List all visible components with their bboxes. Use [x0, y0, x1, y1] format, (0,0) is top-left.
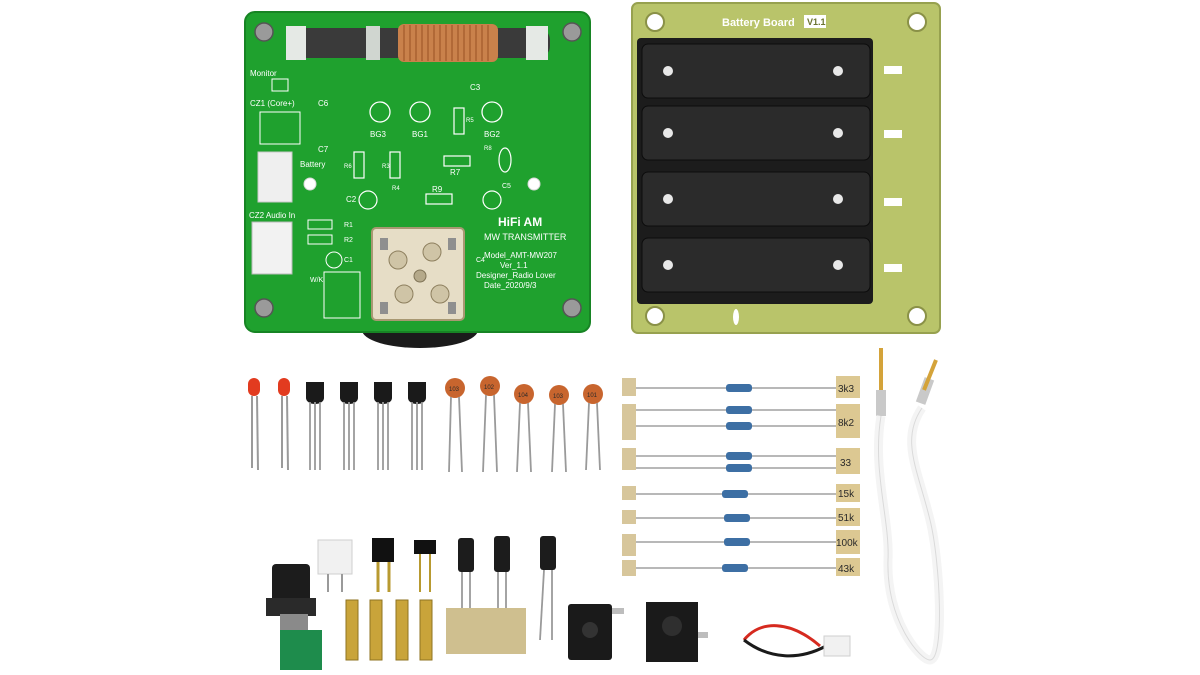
battery-lead-wire: [742, 624, 851, 658]
battery-board-title: Battery Board: [722, 17, 795, 29]
battery-slot: [641, 237, 871, 293]
battery-slot: [641, 105, 871, 161]
transmitter-board: Monitor CZ1 (Core+) Battery CZ2 Audio In…: [244, 11, 591, 348]
audio-jack-footprint: [251, 221, 293, 275]
brass-standoffs: [345, 599, 433, 661]
label-c5: C5: [502, 183, 511, 190]
label-monitor: Monitor: [250, 69, 277, 78]
dc-power-jack: [568, 604, 624, 660]
audio-jack-socket: [646, 602, 708, 662]
board-designer: Designer_Radio Lover: [476, 271, 556, 280]
board-date: Date_2020/9/3: [484, 281, 537, 290]
battery-slot: [641, 43, 871, 99]
pin-header: [372, 538, 394, 592]
tuning-capacitor: [371, 227, 465, 321]
label-r7: R7: [450, 168, 461, 177]
board-model: Model_AMT-MW207: [484, 251, 557, 260]
resistor-tag: 8k2: [838, 418, 855, 429]
led-pair: [248, 378, 290, 471]
transistor-footprints: [369, 101, 503, 123]
transistors: [306, 382, 426, 404]
label-c2: C2: [346, 195, 357, 204]
label-wk: W/K: [310, 277, 324, 284]
label-r6: R6: [344, 164, 352, 170]
battery-board: Battery Board V1.1: [631, 2, 941, 334]
label-r9: R9: [432, 185, 443, 194]
label-cz2: CZ2 Audio In: [249, 211, 295, 220]
volume-potentiometer: [266, 564, 322, 670]
cap-code: 104: [518, 393, 529, 399]
label-r3: R3: [382, 164, 390, 170]
label-c4: C4: [476, 257, 485, 264]
mounting-screws: [254, 22, 582, 318]
ceramic-capacitors: 103 102 104 103 101: [445, 376, 603, 405]
board-subtitle: MW TRANSMITTER: [484, 232, 567, 242]
cap-code: 103: [449, 387, 460, 393]
battery-connector: [257, 151, 293, 203]
label-bg1: BG1: [412, 130, 429, 139]
label-r1: R1: [344, 222, 353, 229]
label-c3: C3: [470, 83, 481, 92]
electrolytic-capacitors: [458, 536, 556, 641]
resistor-tag: 100k: [836, 538, 859, 549]
label-c1: C1: [344, 257, 353, 264]
resistor-tag: 15k: [838, 489, 855, 500]
ferrite-antenna: [286, 24, 550, 62]
label-r8: R8: [484, 146, 492, 152]
resistor-tag: 43k: [838, 564, 855, 575]
resistor-strip: 3k3 8k2 33 15k 51k 100k 43k: [622, 376, 860, 576]
cap-code: 101: [587, 393, 598, 399]
label-r5: R5: [466, 118, 474, 124]
battery-holder: [637, 38, 873, 304]
label-c6: C6: [318, 99, 329, 108]
label-r4: R4: [392, 186, 400, 192]
resistor-tag: 51k: [838, 513, 855, 524]
label-c7: C7: [318, 145, 329, 154]
board-title: HiFi AM: [498, 215, 542, 229]
label-bg3: BG3: [370, 130, 387, 139]
audio-cable: [874, 348, 944, 665]
label-r2: R2: [344, 237, 353, 244]
jst-connector: [317, 539, 353, 592]
label-battery: Battery: [300, 160, 325, 169]
cap-code: 103: [553, 394, 564, 400]
cap-code: 102: [484, 385, 495, 391]
resistor-tag: 3k3: [838, 384, 855, 395]
resistor-tag: 33: [840, 458, 852, 469]
battery-slot: [641, 171, 871, 227]
jumper-cap: [414, 540, 436, 592]
board-version: Ver_1.1: [500, 261, 528, 270]
label-bg2: BG2: [484, 130, 501, 139]
battery-board-version: V1.1: [807, 17, 826, 27]
component-tape: [446, 608, 526, 654]
label-cz1: CZ1 (Core+): [250, 99, 295, 108]
